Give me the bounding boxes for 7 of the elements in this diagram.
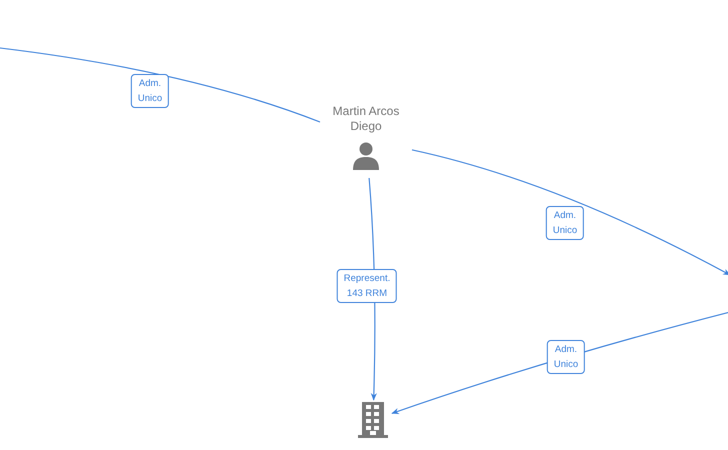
arrow [412,149,728,276]
edge-label: Represent. 143 RRM [336,269,398,303]
person-name: Martin Arcos Diego [332,104,400,134]
connector-line [0,47,320,123]
edge-label: Adm. Unico [546,206,584,240]
edge-label: Adm. Unico [546,340,586,374]
edge-label: Adm. Unico [130,74,170,108]
